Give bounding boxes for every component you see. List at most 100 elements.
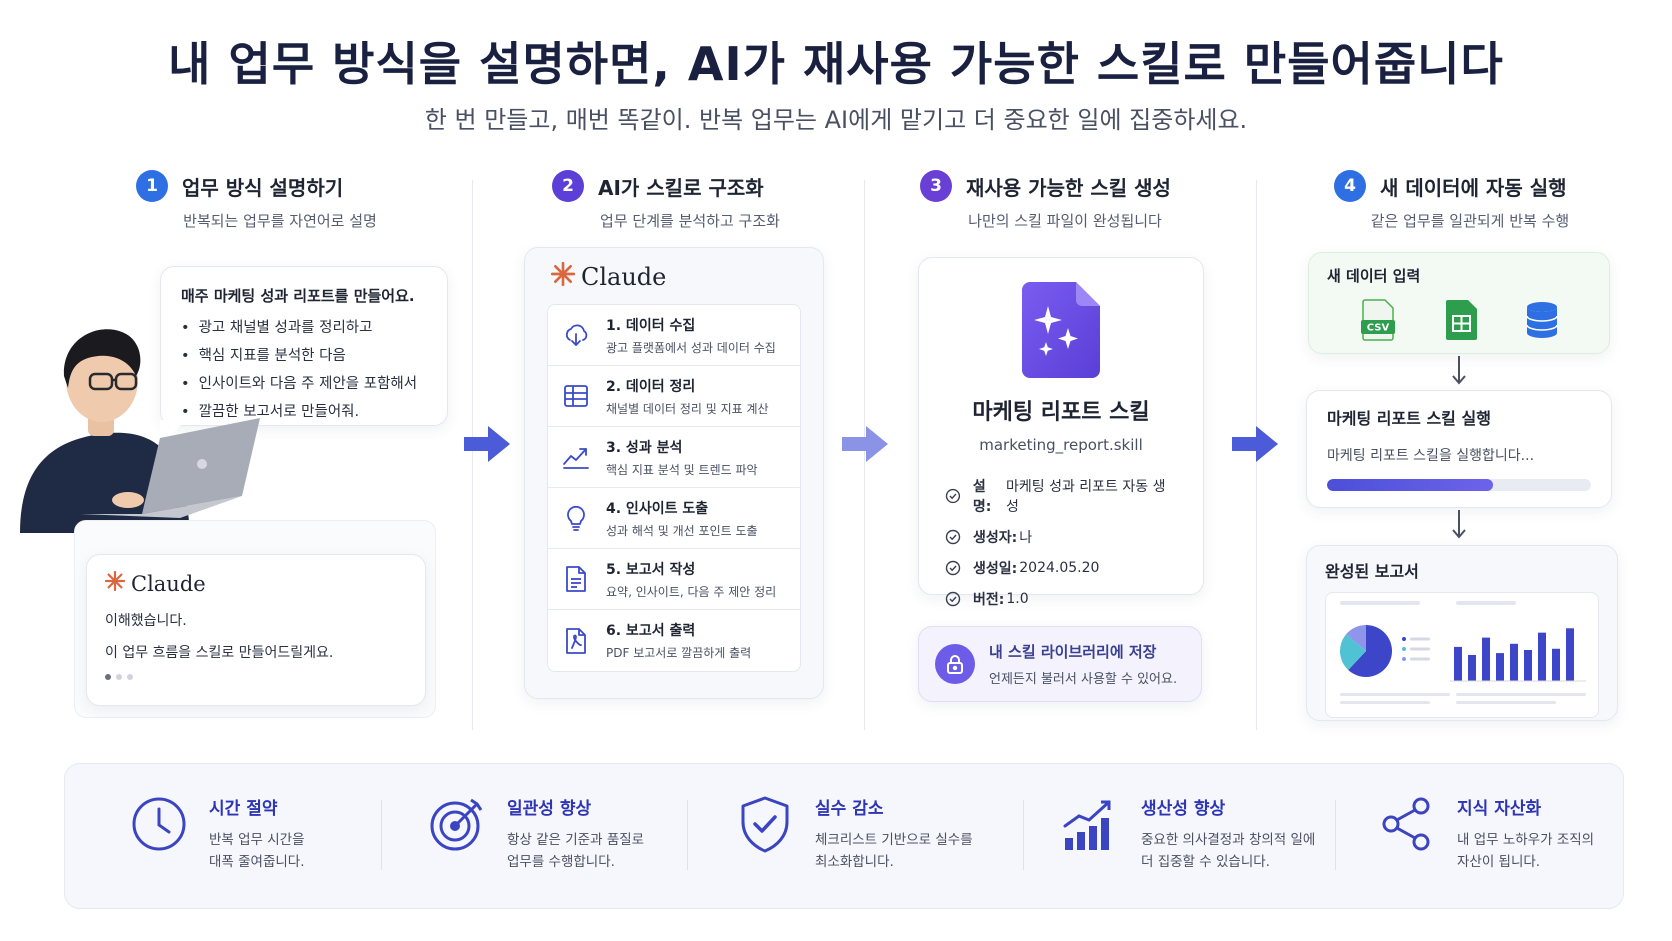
step-number: 3 xyxy=(920,170,952,202)
check-circle-icon xyxy=(945,591,961,607)
bar-mark xyxy=(1482,637,1490,681)
execution-title: 마케팅 리포트 스킬 실행 xyxy=(1327,409,1491,428)
reply-line: 이 업무 흐름을 스킬로 만들어드릴게요. xyxy=(105,645,334,661)
meta-value: 나 xyxy=(1019,530,1033,546)
completed-report-card: 완성된 보고서 xyxy=(1306,545,1618,721)
csv-file-icon[interactable]: CSV xyxy=(1359,298,1399,342)
page-title: 내 업무 방식을 설명하면, AI가 재사용 가능한 스킬로 만들어줍니다 xyxy=(168,37,1504,91)
skill-execution-card: 마케팅 리포트 스킬 실행 마케팅 리포트 스킬을 실행합니다... xyxy=(1306,390,1612,508)
list-item: 인사이트와 다음 주 제안을 포함해서 xyxy=(181,372,427,393)
pie-slice xyxy=(1345,625,1366,651)
skill-file-icon xyxy=(1022,282,1100,378)
step-subtitle: 반복되는 업무를 자연어로 설명 xyxy=(183,212,377,230)
skill-filename: marketing_report.skill xyxy=(979,436,1143,454)
row-desc: 광고 플랫폼에서 성과 데이터 수집 xyxy=(606,340,776,355)
bar-mark xyxy=(1566,628,1574,681)
execution-status: 마케팅 리포트 스킬을 실행합니다... xyxy=(1327,448,1535,464)
person-with-laptop-illustration xyxy=(20,329,260,533)
claude-reply-card: Claude 이해했습니다. 이 업무 흐름을 스킬로 만들어드릴게요. xyxy=(86,554,426,706)
skill-name: 마케팅 리포트 스킬 xyxy=(972,400,1150,425)
database-icon[interactable] xyxy=(1525,300,1559,340)
new-data-input-card: 새 데이터 입력 CSV xyxy=(1308,252,1610,354)
skill-card: 마케팅 리포트 스킬 marketing_report.skill 설명: 마케… xyxy=(918,257,1204,608)
legend-line xyxy=(1410,647,1430,651)
report-text-line xyxy=(1456,701,1556,704)
check-circle-icon xyxy=(945,488,961,504)
benefit-title: 일관성 향상 xyxy=(507,799,592,819)
skill-meta-row: 버전: 1.0 xyxy=(945,589,1177,609)
bar-mark xyxy=(1552,648,1560,681)
step-subtitle: 나만의 스킬 파일이 완성됩니다 xyxy=(968,212,1162,230)
benefit-divider xyxy=(381,800,382,870)
arrow-down-icon xyxy=(1452,510,1466,539)
reply-line: 이해했습니다. xyxy=(105,613,187,629)
save-to-library-button[interactable]: 내 스킬 라이브러리에 저장 언제든지 불러서 사용할 수 있어요. xyxy=(918,626,1202,702)
step-title: 재사용 가능한 스킬 생성 xyxy=(966,175,1171,200)
clock-icon xyxy=(132,797,186,851)
claude-brand: Claude xyxy=(104,570,407,596)
report-preview[interactable] xyxy=(1325,592,1599,718)
spreadsheet-file-icon[interactable] xyxy=(1443,298,1481,342)
lightbulb-icon xyxy=(560,502,592,534)
step-subtitle: 같은 업무를 일관되게 반복 수행 xyxy=(1370,212,1570,230)
step-number: 4 xyxy=(1334,170,1366,202)
legend-dot xyxy=(1402,657,1406,661)
row-title: 1. 데이터 수집 xyxy=(606,317,696,334)
arrow-right-icon xyxy=(464,426,510,462)
list-item: 핵심 지표를 분석한 다음 xyxy=(181,344,427,365)
pdf-icon xyxy=(560,625,592,657)
brand-name: Claude xyxy=(581,263,667,291)
row-title: 2. 데이터 정리 xyxy=(606,378,696,395)
claude-star-icon xyxy=(550,261,576,292)
request-bubble: 매주 마케팅 성과 리포트를 만들어요. 광고 채널별 성과를 정리하고 핵심 … xyxy=(160,266,448,426)
meta-label: 버전: xyxy=(973,592,1005,608)
step-3-header: 3 재사용 가능한 스킬 생성 xyxy=(920,170,1171,202)
step-number: 2 xyxy=(552,170,584,202)
bar-mark xyxy=(1538,632,1546,681)
column-divider xyxy=(864,180,865,730)
row-desc: 핵심 지표 분석 및 트렌드 파악 xyxy=(606,462,758,477)
brand-name: Claude xyxy=(131,571,206,596)
meta-label: 생성일: xyxy=(973,561,1018,577)
meta-value: 마케팅 성과 리포트 자동 생성 xyxy=(1005,479,1166,515)
library-title: 내 스킬 라이브러리에 저장 xyxy=(989,643,1157,661)
column-divider xyxy=(472,180,473,730)
bar-mark xyxy=(1496,653,1504,681)
request-heading: 매주 마케팅 성과 리포트를 만들어요. xyxy=(181,287,415,305)
target-icon xyxy=(430,798,483,851)
bar-mark xyxy=(1524,650,1532,681)
report-text-line xyxy=(1456,601,1516,605)
arrow-right-icon xyxy=(842,426,888,462)
benefit-title: 지식 자산화 xyxy=(1457,799,1542,819)
list-item: 깔끔한 보고서로 만들어줘. xyxy=(181,400,427,421)
row-desc: PDF 보고서로 깔끔하게 출력 xyxy=(606,646,752,660)
skill-meta-row: 생성일: 2024.05.20 xyxy=(945,558,1177,578)
meta-value: 1.0 xyxy=(1006,591,1029,607)
progress-bar xyxy=(1327,479,1591,491)
legend-line xyxy=(1410,657,1430,661)
typing-dots xyxy=(105,674,407,680)
report-preview-graphic xyxy=(1340,601,1586,704)
legend-dot xyxy=(1402,637,1406,641)
table-icon xyxy=(560,380,592,412)
report-text-line xyxy=(1340,701,1430,704)
report-text-line xyxy=(1340,693,1450,696)
benefit-title: 생산성 향상 xyxy=(1141,799,1226,819)
lock-icon xyxy=(935,644,975,684)
arrow-right-icon xyxy=(1232,426,1278,462)
step-number: 1 xyxy=(136,170,168,202)
benefit-divider xyxy=(687,800,688,870)
